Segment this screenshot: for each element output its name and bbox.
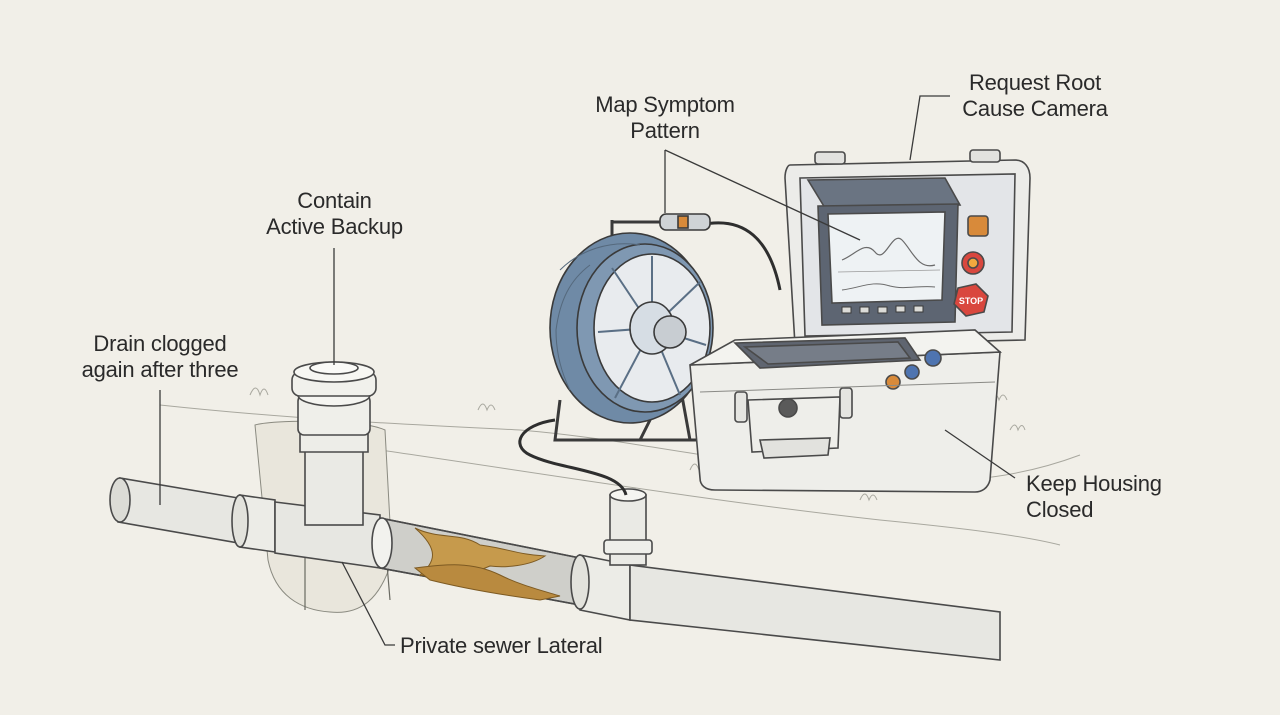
label-private-sewer-lateral: Private sewer Lateral <box>400 633 603 658</box>
cable-reel <box>549 213 714 442</box>
label-map-symptom-pattern: Map Symptom Pattern <box>595 92 735 143</box>
stop-sign-text: STOP <box>959 296 983 306</box>
inspection-monitor-case <box>689 149 1031 493</box>
label-contain-active-backup: Contain Active Backup <box>266 188 403 239</box>
label-keep-housing-closed: Keep Housing Closed <box>1026 471 1162 522</box>
cleanout-riser <box>291 361 377 526</box>
camera-cable <box>518 418 628 496</box>
label-request-root-cause-camera: Request Root Cause Camera <box>962 70 1108 121</box>
camera-entry-pipe <box>603 488 653 566</box>
leader-lines <box>159 95 1016 646</box>
label-drain-clogged: Drain clogged again after three <box>81 331 239 382</box>
